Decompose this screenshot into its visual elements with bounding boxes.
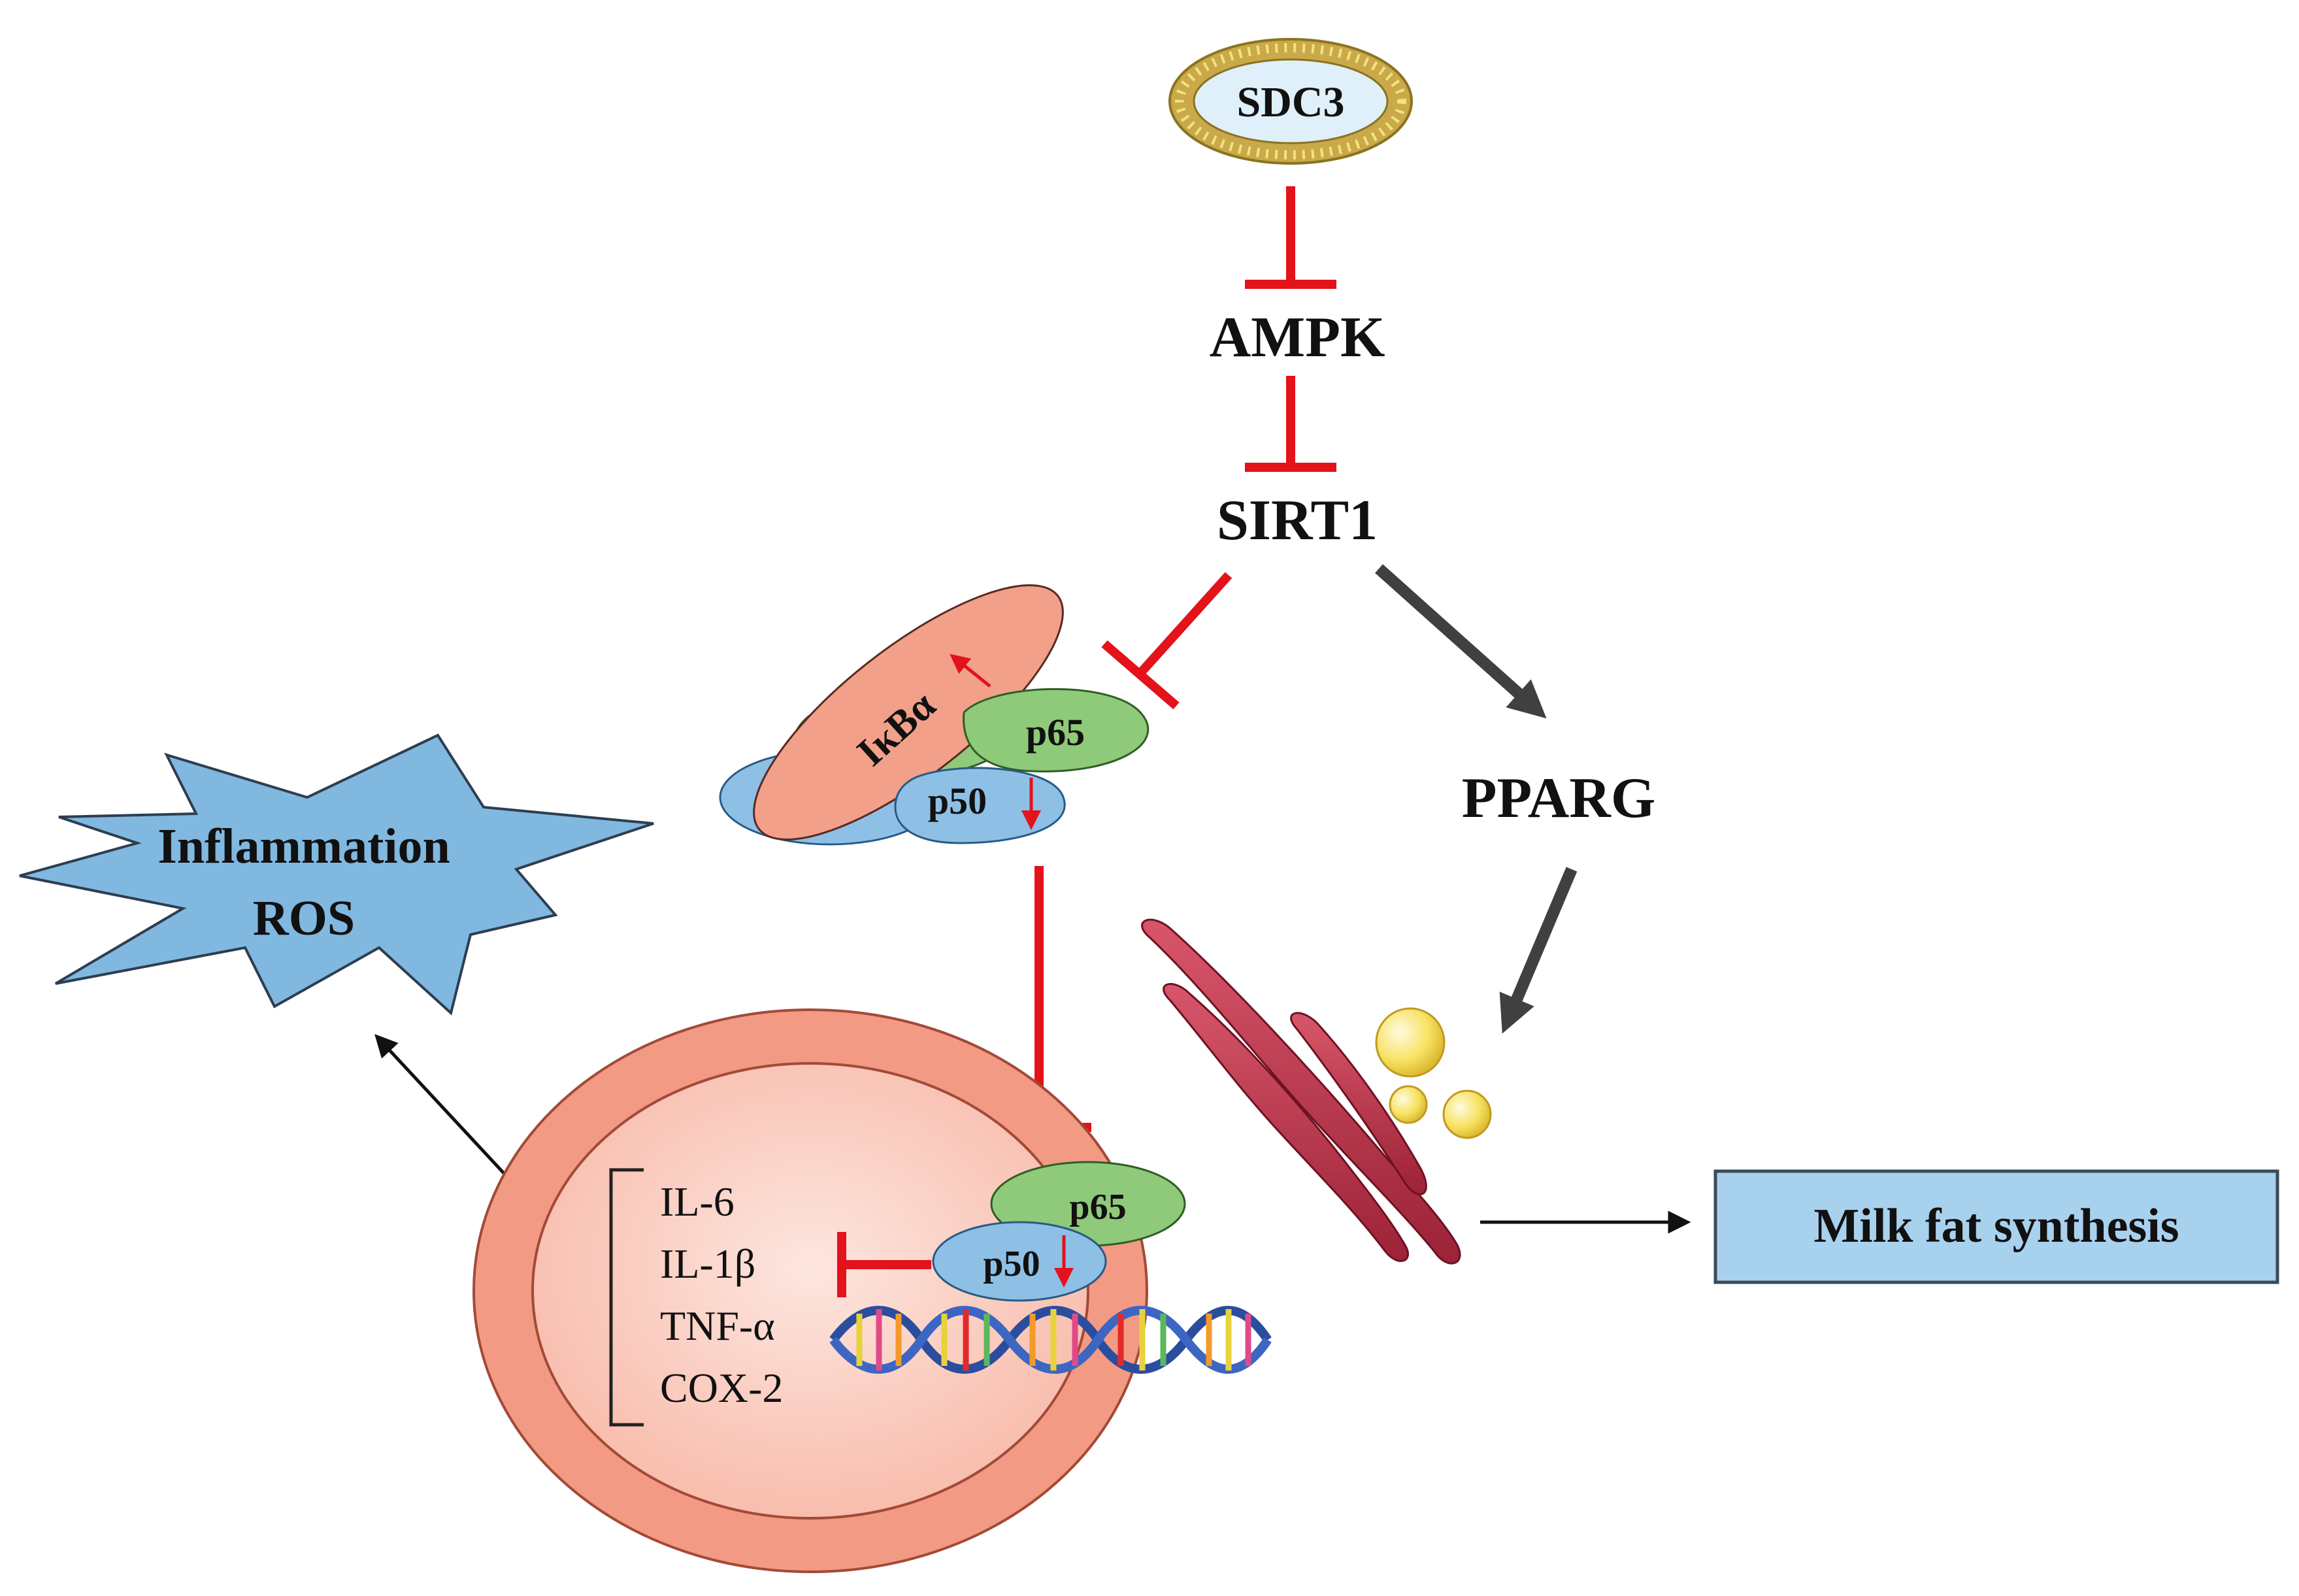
p65-cytoplasmic-visible (963, 688, 1150, 773)
gene-cox2: COX-2 (660, 1365, 783, 1411)
sdc3-label: SDC3 (1236, 78, 1344, 126)
lipid-droplets (1375, 1007, 1492, 1139)
gene-il1b: IL-1β (660, 1240, 755, 1287)
ikba-protein (753, 584, 1064, 841)
gene-tnfa: TNF-α (660, 1303, 775, 1349)
p65-cytoplasmic-label: p65 (1026, 711, 1085, 754)
p65-nuclear-label: p65 (1069, 1187, 1126, 1227)
milk-fat-label: Milk fat synthesis (1813, 1199, 2179, 1253)
pparg-label: PPARG (1462, 767, 1656, 830)
golgi-cisterna-3 (1290, 1012, 1427, 1195)
nucleus-inner-membrane (531, 1062, 1089, 1520)
inflammation-label: Inflammation (157, 819, 450, 874)
milk-fat-box-bg (1713, 1169, 2279, 1284)
sirt1-activates-pparg (1375, 564, 1547, 719)
inflammation-ros-burst: Inflammation ROS (19, 733, 654, 1016)
nfkb-cytoplasmic-complex: IκBα p65 p50 (719, 584, 1150, 846)
sdc3-core (1193, 58, 1389, 144)
pparg-activates-lipids (1499, 867, 1578, 1034)
ampk-inhibits-sirt1 (1245, 376, 1336, 472)
nfkb-inhibits-genes (837, 1232, 931, 1297)
ampk-label: AMPK (1210, 306, 1385, 369)
ikba-up-arrow (950, 654, 991, 688)
nucleus: IL-6 IL-1β TNF-α COX-2 (472, 1008, 1272, 1573)
gene-bracket (609, 1168, 644, 1427)
milk-fat-synthesis-box: Milk fat synthesis (1713, 1169, 2279, 1284)
sirt1-label: SIRT1 (1217, 489, 1378, 552)
golgi-cisterna-2 (1163, 983, 1410, 1262)
lipid-droplet-small (1389, 1085, 1428, 1124)
gene-il6: IL-6 (660, 1178, 735, 1225)
sdc3-inhibits-ampk (1245, 186, 1336, 289)
sdc3-node: SDC3 (1168, 38, 1413, 165)
golgi-organelle-icon (1141, 918, 1461, 1265)
lipid-droplet-large (1375, 1007, 1446, 1078)
burst-shape (19, 733, 654, 1016)
ros-label: ROS (253, 891, 355, 946)
golgi-cisterna-1 (1141, 918, 1461, 1265)
dna-helix-icon (829, 1306, 1272, 1374)
sdc3-membrane-beads (1175, 43, 1406, 159)
lipid-droplet-medium (1442, 1089, 1492, 1139)
p50-cytoplasmic-label: p50 (928, 780, 987, 822)
p50-nuclear-label: p50 (983, 1244, 1040, 1284)
sirt1-inhibits-nfkb-complex (1101, 572, 1232, 710)
